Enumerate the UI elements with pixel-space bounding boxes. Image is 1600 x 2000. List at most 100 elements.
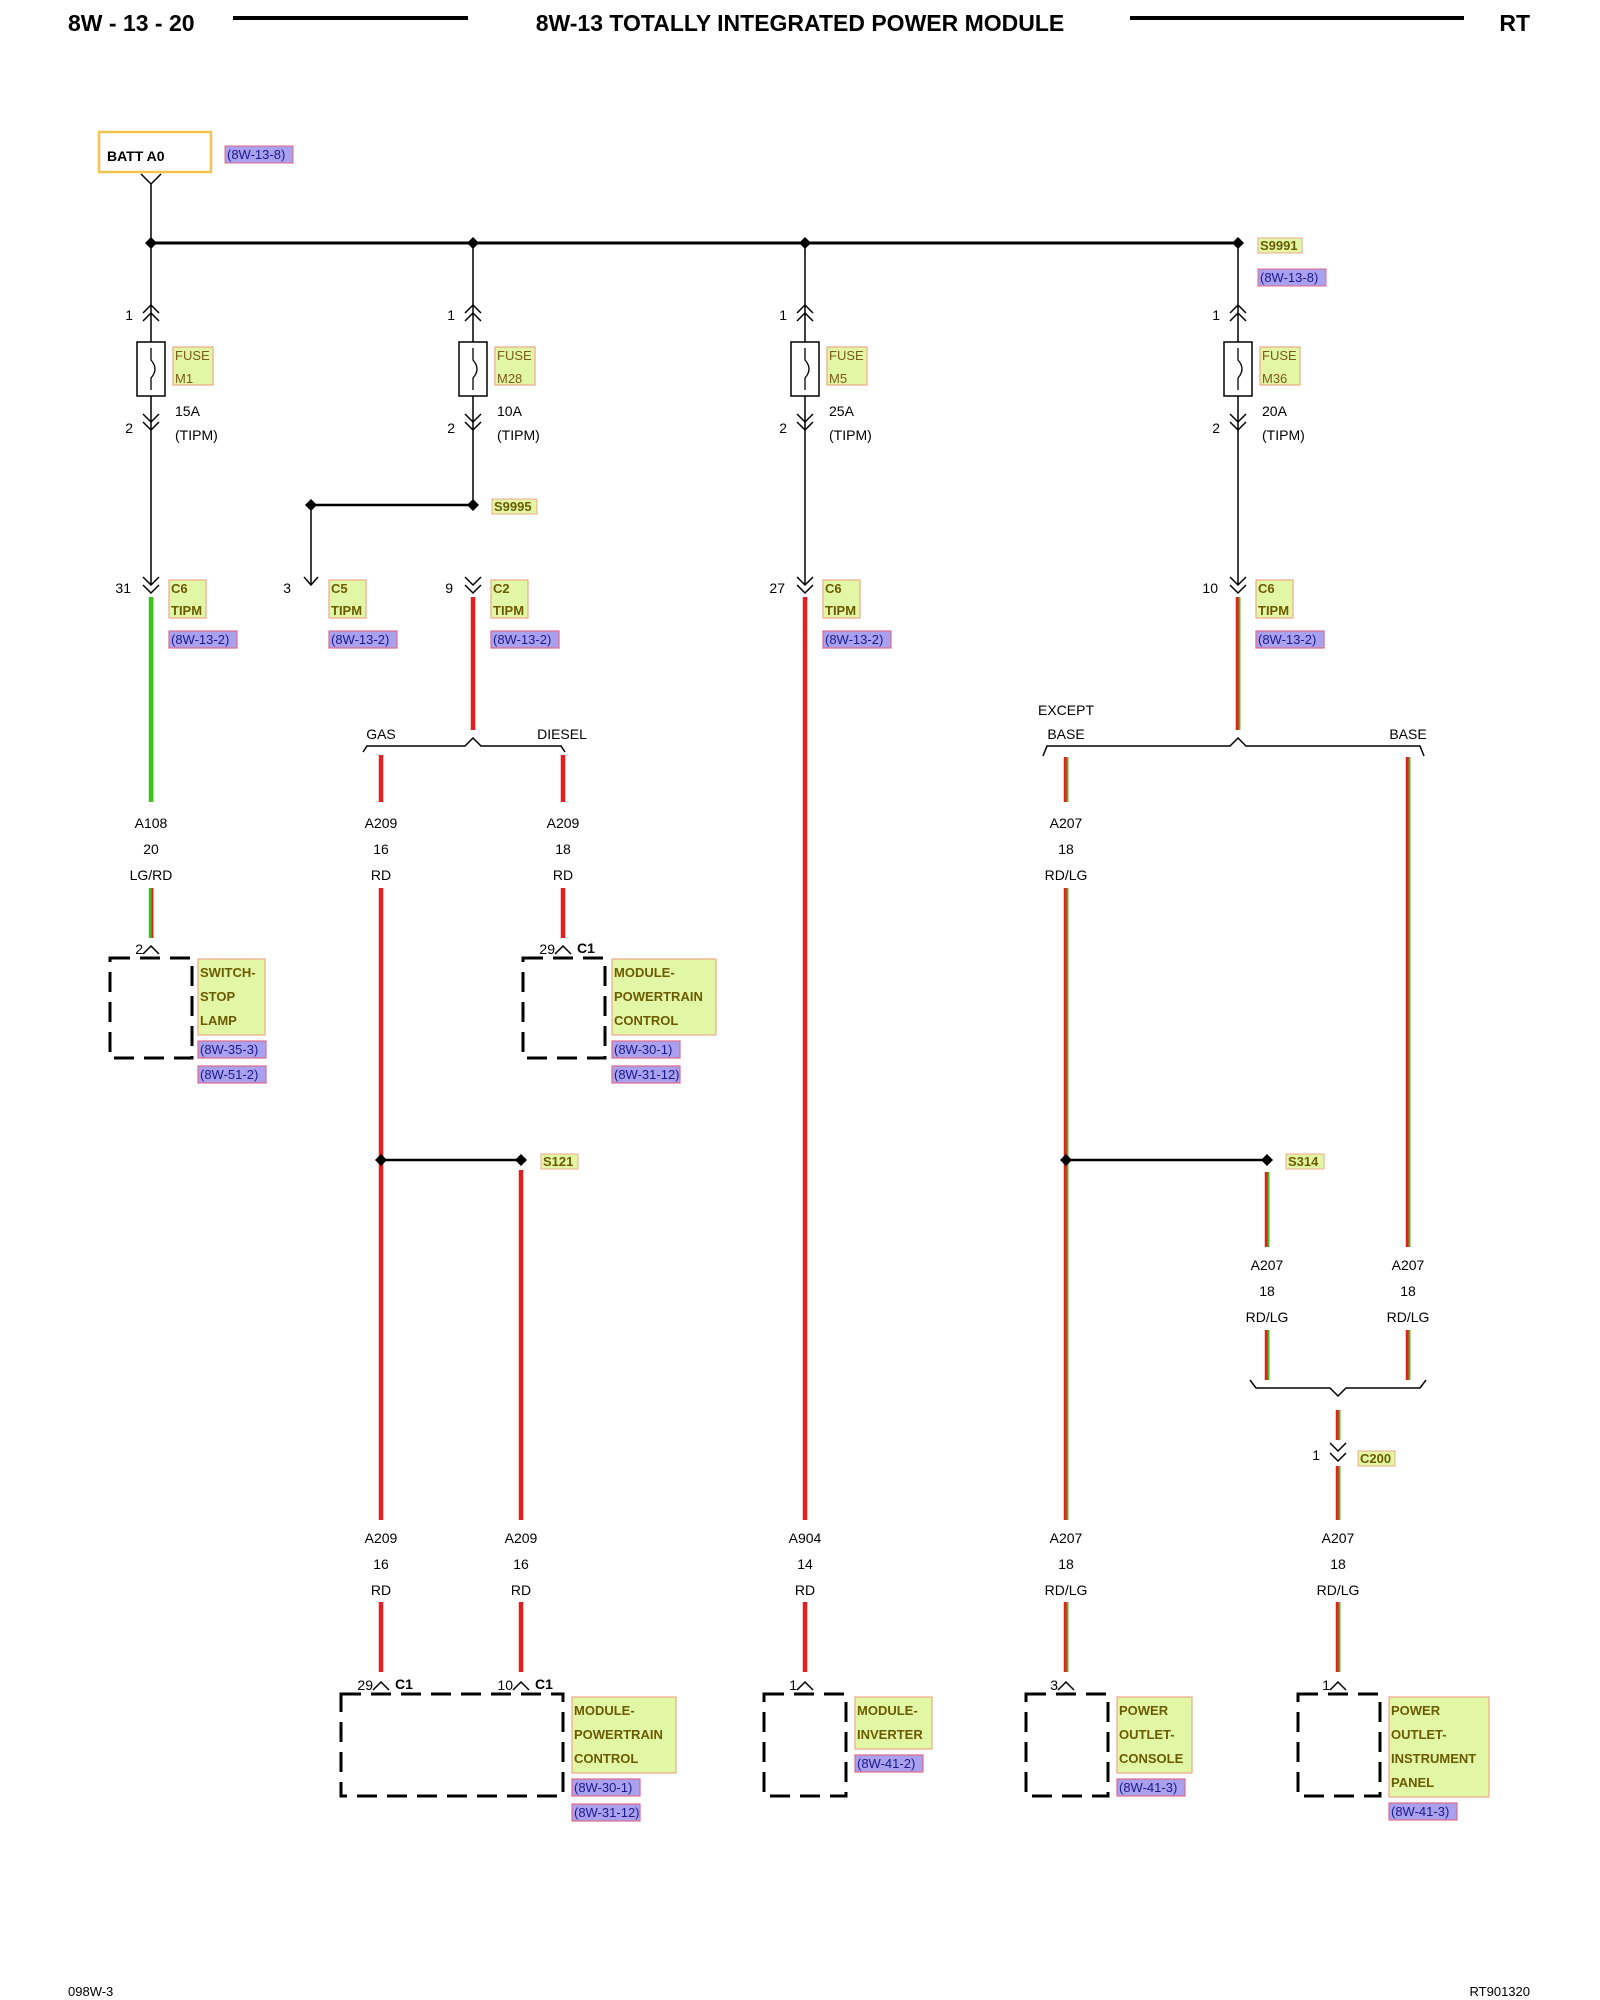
tipm-connector-ref-tag: (8W-13-2)	[1255, 630, 1325, 649]
wire-a207-c200-lower	[1335, 1466, 1341, 1520]
pcm-gas-label-line: POWERTRAIN	[574, 1727, 663, 1742]
wire-color: LG/RD	[130, 867, 173, 883]
wire-circuit: A209	[547, 815, 580, 831]
wire-gauge: 18	[1058, 841, 1074, 857]
tipm-connector-pin: 31	[115, 580, 131, 596]
power-outlet-instrument-panel-label-line: OUTLET-	[1391, 1727, 1447, 1742]
wire-color: RD/LG	[1045, 1582, 1088, 1598]
c200-label: C200	[1360, 1451, 1391, 1466]
module-inverter-name-tag: MODULE-INVERTER	[854, 1696, 933, 1750]
fuse-m1-location: (TIPM)	[175, 427, 218, 443]
wire-a108-lower	[148, 888, 154, 938]
power-outlet-instrument-panel-pin: 1	[1322, 1677, 1330, 1693]
splice-s9991-label: S9991	[1260, 238, 1298, 253]
pcm-gas-connector: C1	[395, 1676, 413, 1692]
wire-color: RD	[371, 1582, 391, 1598]
tipm-connector-pin: 10	[1202, 580, 1218, 596]
tipm-connector-ref: (8W-13-2)	[825, 632, 883, 647]
wire-circuit: A209	[365, 815, 398, 831]
header-title: 8W-13 TOTALLY INTEGRATED POWER MODULE	[536, 10, 1065, 36]
pcm-diesel-ref-tag: (8W-31-12)	[611, 1065, 681, 1084]
splice-s9991-ref-tag: (8W-13-8)	[1257, 268, 1327, 287]
branch-diesel-label: DIESEL	[537, 726, 587, 742]
branch-gas-label: GAS	[366, 726, 396, 742]
wire-gauge: 16	[373, 841, 389, 857]
module-inverter-ref: (8W-41-2)	[857, 1756, 915, 1771]
power-outlet-console-label-line: CONSOLE	[1119, 1751, 1184, 1766]
wire-gauge: 18	[1330, 1556, 1346, 1572]
branch-except-label: EXCEPT	[1038, 702, 1094, 718]
tipm-connector-ref: (8W-13-2)	[493, 632, 551, 647]
batt-ref-tag: (8W-13-8)	[224, 145, 294, 164]
c200-pin: 1	[1312, 1447, 1320, 1463]
power-outlet-console-pin: 3	[1050, 1677, 1058, 1693]
pcm-gas-ref: (8W-30-1)	[574, 1780, 632, 1795]
fuse-m28-pin-in: 1	[447, 307, 455, 323]
batt-a0-label: BATT A0	[107, 148, 165, 164]
footer-left: 098W-3	[68, 1984, 113, 1999]
splice-s314-tag: S314	[1285, 1153, 1325, 1170]
fuse-m36-location: (TIPM)	[1262, 427, 1305, 443]
fuse-m5-id: M5	[829, 371, 847, 386]
pcm-gas-connector: C1	[535, 1676, 553, 1692]
wire-c6-10-feed	[1235, 597, 1241, 730]
fuse-m36-tag: FUSE M36	[1259, 346, 1301, 386]
wire-color: RD/LG	[1045, 867, 1088, 883]
wire-circuit: A207	[1392, 1257, 1425, 1273]
switch-stop-lamp-pin: 2	[135, 941, 143, 957]
wire-gauge: 16	[373, 1556, 389, 1572]
wire-gauge: 14	[797, 1556, 813, 1572]
tipm-connector-name: C6	[171, 581, 188, 596]
wire-color: RD/LG	[1246, 1309, 1289, 1325]
tipm-connector-pin: 9	[445, 580, 453, 596]
wire-gauge: 18	[1259, 1283, 1275, 1299]
tipm-connector-sub: TIPM	[493, 603, 524, 618]
power-outlet-console-label-line: POWER	[1119, 1703, 1169, 1718]
module-inverter-ref-tag: (8W-41-2)	[854, 1754, 924, 1773]
switch-stop-lamp-label-line: SWITCH-	[200, 965, 256, 980]
pcm-gas-ref-tag: (8W-31-12)	[571, 1803, 641, 1822]
power-outlet-instrument-panel-label-line: PANEL	[1391, 1775, 1434, 1790]
wire-a207-s314-lower	[1264, 1330, 1270, 1380]
fuse-m36-label: FUSE	[1262, 348, 1297, 363]
tipm-connector-name: C2	[493, 581, 510, 596]
tipm-connector-ref: (8W-13-2)	[171, 632, 229, 647]
footer-right: RT901320	[1470, 1984, 1530, 1999]
wire-a207-except-lower	[1063, 1602, 1069, 1672]
wire-circuit: A207	[1050, 815, 1083, 831]
fuse-m1-label: FUSE	[175, 348, 210, 363]
wire-color: RD	[511, 1582, 531, 1598]
fuse-m36-id: M36	[1262, 371, 1287, 386]
wire-gauge: 16	[513, 1556, 529, 1572]
tipm-connector-ref-tag: (8W-13-2)	[822, 630, 892, 649]
splice-s9995-tag: S9995	[491, 498, 538, 515]
wire-gauge: 18	[1058, 1556, 1074, 1572]
switch-stop-lamp-ref: (8W-35-3)	[200, 1042, 258, 1057]
fuse-m5-pin-in: 1	[779, 307, 787, 323]
wire-circuit: A207	[1251, 1257, 1284, 1273]
c200-tag: C200	[1357, 1450, 1396, 1467]
power-outlet-instrument-panel-ref: (8W-41-3)	[1391, 1804, 1449, 1819]
switch-stop-lamp-ref: (8W-51-2)	[200, 1067, 258, 1082]
tipm-connector-ref: (8W-13-2)	[1258, 632, 1316, 647]
module-inverter-label-line: INVERTER	[857, 1727, 923, 1742]
tipm-connector-sub: TIPM	[331, 603, 362, 618]
